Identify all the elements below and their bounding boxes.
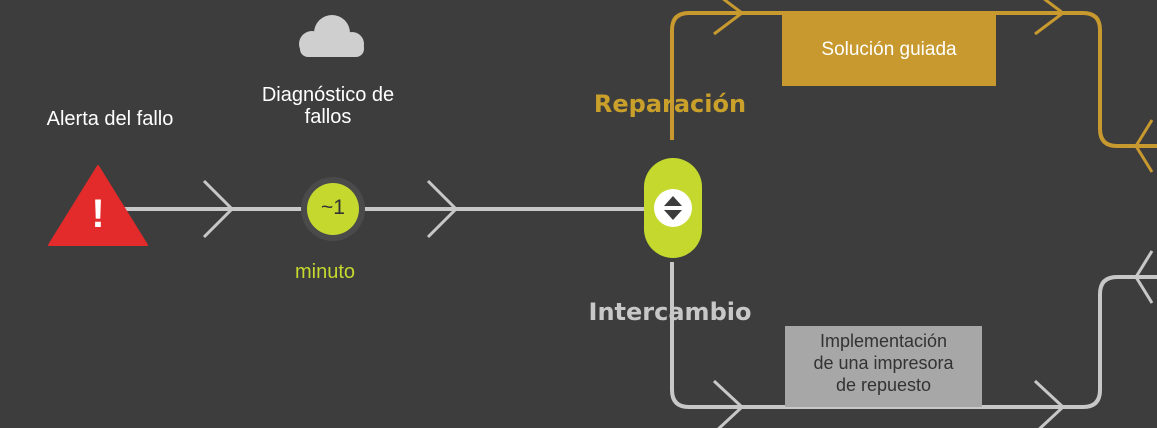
exchange-chevron-2 [1033,379,1066,428]
repair-chevron-1 [713,0,745,36]
repair-path [670,11,1157,148]
exchange-chevron-3 [1134,250,1154,304]
exchange-path [670,262,1157,409]
exchange-chevron-1 [712,379,745,428]
replacement-box-line3: de repuesto [835,375,932,395]
cloud-icon [299,15,364,57]
repair-chevron-3 [1134,119,1154,173]
decision-knob [654,189,692,227]
replacement-printer-box: Implementación de una impresora de repue… [785,326,982,407]
time-badge-fill [307,183,359,235]
exchange-heading: Intercambio [588,298,752,326]
time-badge-unit: minuto [294,261,356,283]
repair-heading: Reparación [593,90,747,118]
diagnosis-label-line1: Diagnóstico de [261,84,395,106]
alert-label: Alerta del fallo [46,108,174,130]
replacement-box-line2: de una impresora [813,353,954,373]
time-badge-value: ~1 [321,196,345,219]
flow-chevron-1 [202,179,235,239]
flow-chevron-2 [426,179,459,239]
alert-symbol: ! [91,192,105,236]
diagnosis-label: Diagnóstico de fallos [228,84,428,128]
guided-solution-box: Solución guiada [782,13,996,86]
replacement-box-line1: Implementación [819,331,948,351]
up-down-arrows-icon [664,196,682,220]
repair-chevron-2 [1034,0,1066,36]
warning-triangle-icon [48,165,148,246]
diagnosis-label-line2: fallos [304,106,352,128]
